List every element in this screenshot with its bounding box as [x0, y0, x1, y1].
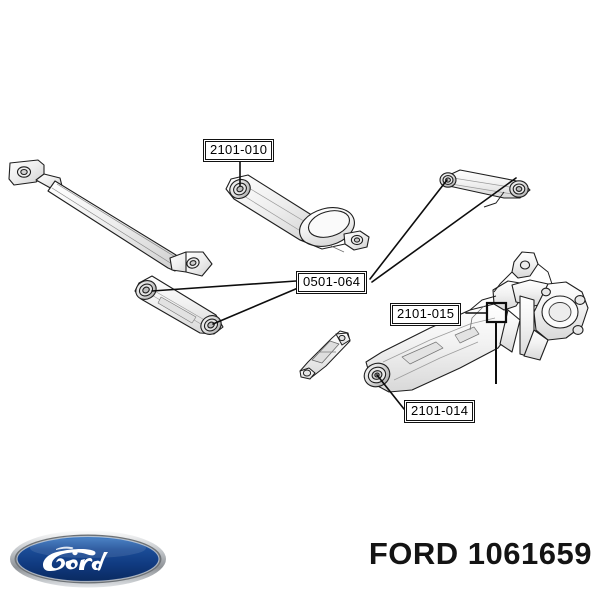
lateral-strut-bar	[8, 159, 213, 277]
stabilizer-link	[439, 169, 531, 208]
small-bracket	[299, 330, 351, 380]
callout-2101-014[interactable]: 2101-014	[404, 400, 476, 423]
ford-part-number-text: FORD 1061659	[368, 536, 592, 571]
callout-2101-015-label: 2101-015	[392, 305, 460, 324]
ford-script-text	[43, 546, 108, 571]
leader-lines	[151, 157, 517, 410]
callout-2101-010[interactable]: 2101-010	[203, 139, 275, 162]
ford-oval-logo	[10, 530, 166, 588]
callout-2101-014-label: 2101-014	[406, 402, 474, 421]
brand-footer: FORD 1061659	[0, 522, 600, 600]
callout-2101-015[interactable]: 2101-015	[390, 303, 462, 326]
callout-2101-010-label: 2101-010	[205, 141, 273, 160]
callout-0501-064-label: 0501-064	[298, 273, 366, 292]
lower-control-arm	[134, 275, 224, 335]
upper-control-arm	[225, 174, 370, 253]
callout-0501-064[interactable]: 0501-064	[296, 271, 368, 294]
bushing-marker-box	[485, 301, 508, 384]
trailing-arm-knuckle	[363, 251, 589, 393]
